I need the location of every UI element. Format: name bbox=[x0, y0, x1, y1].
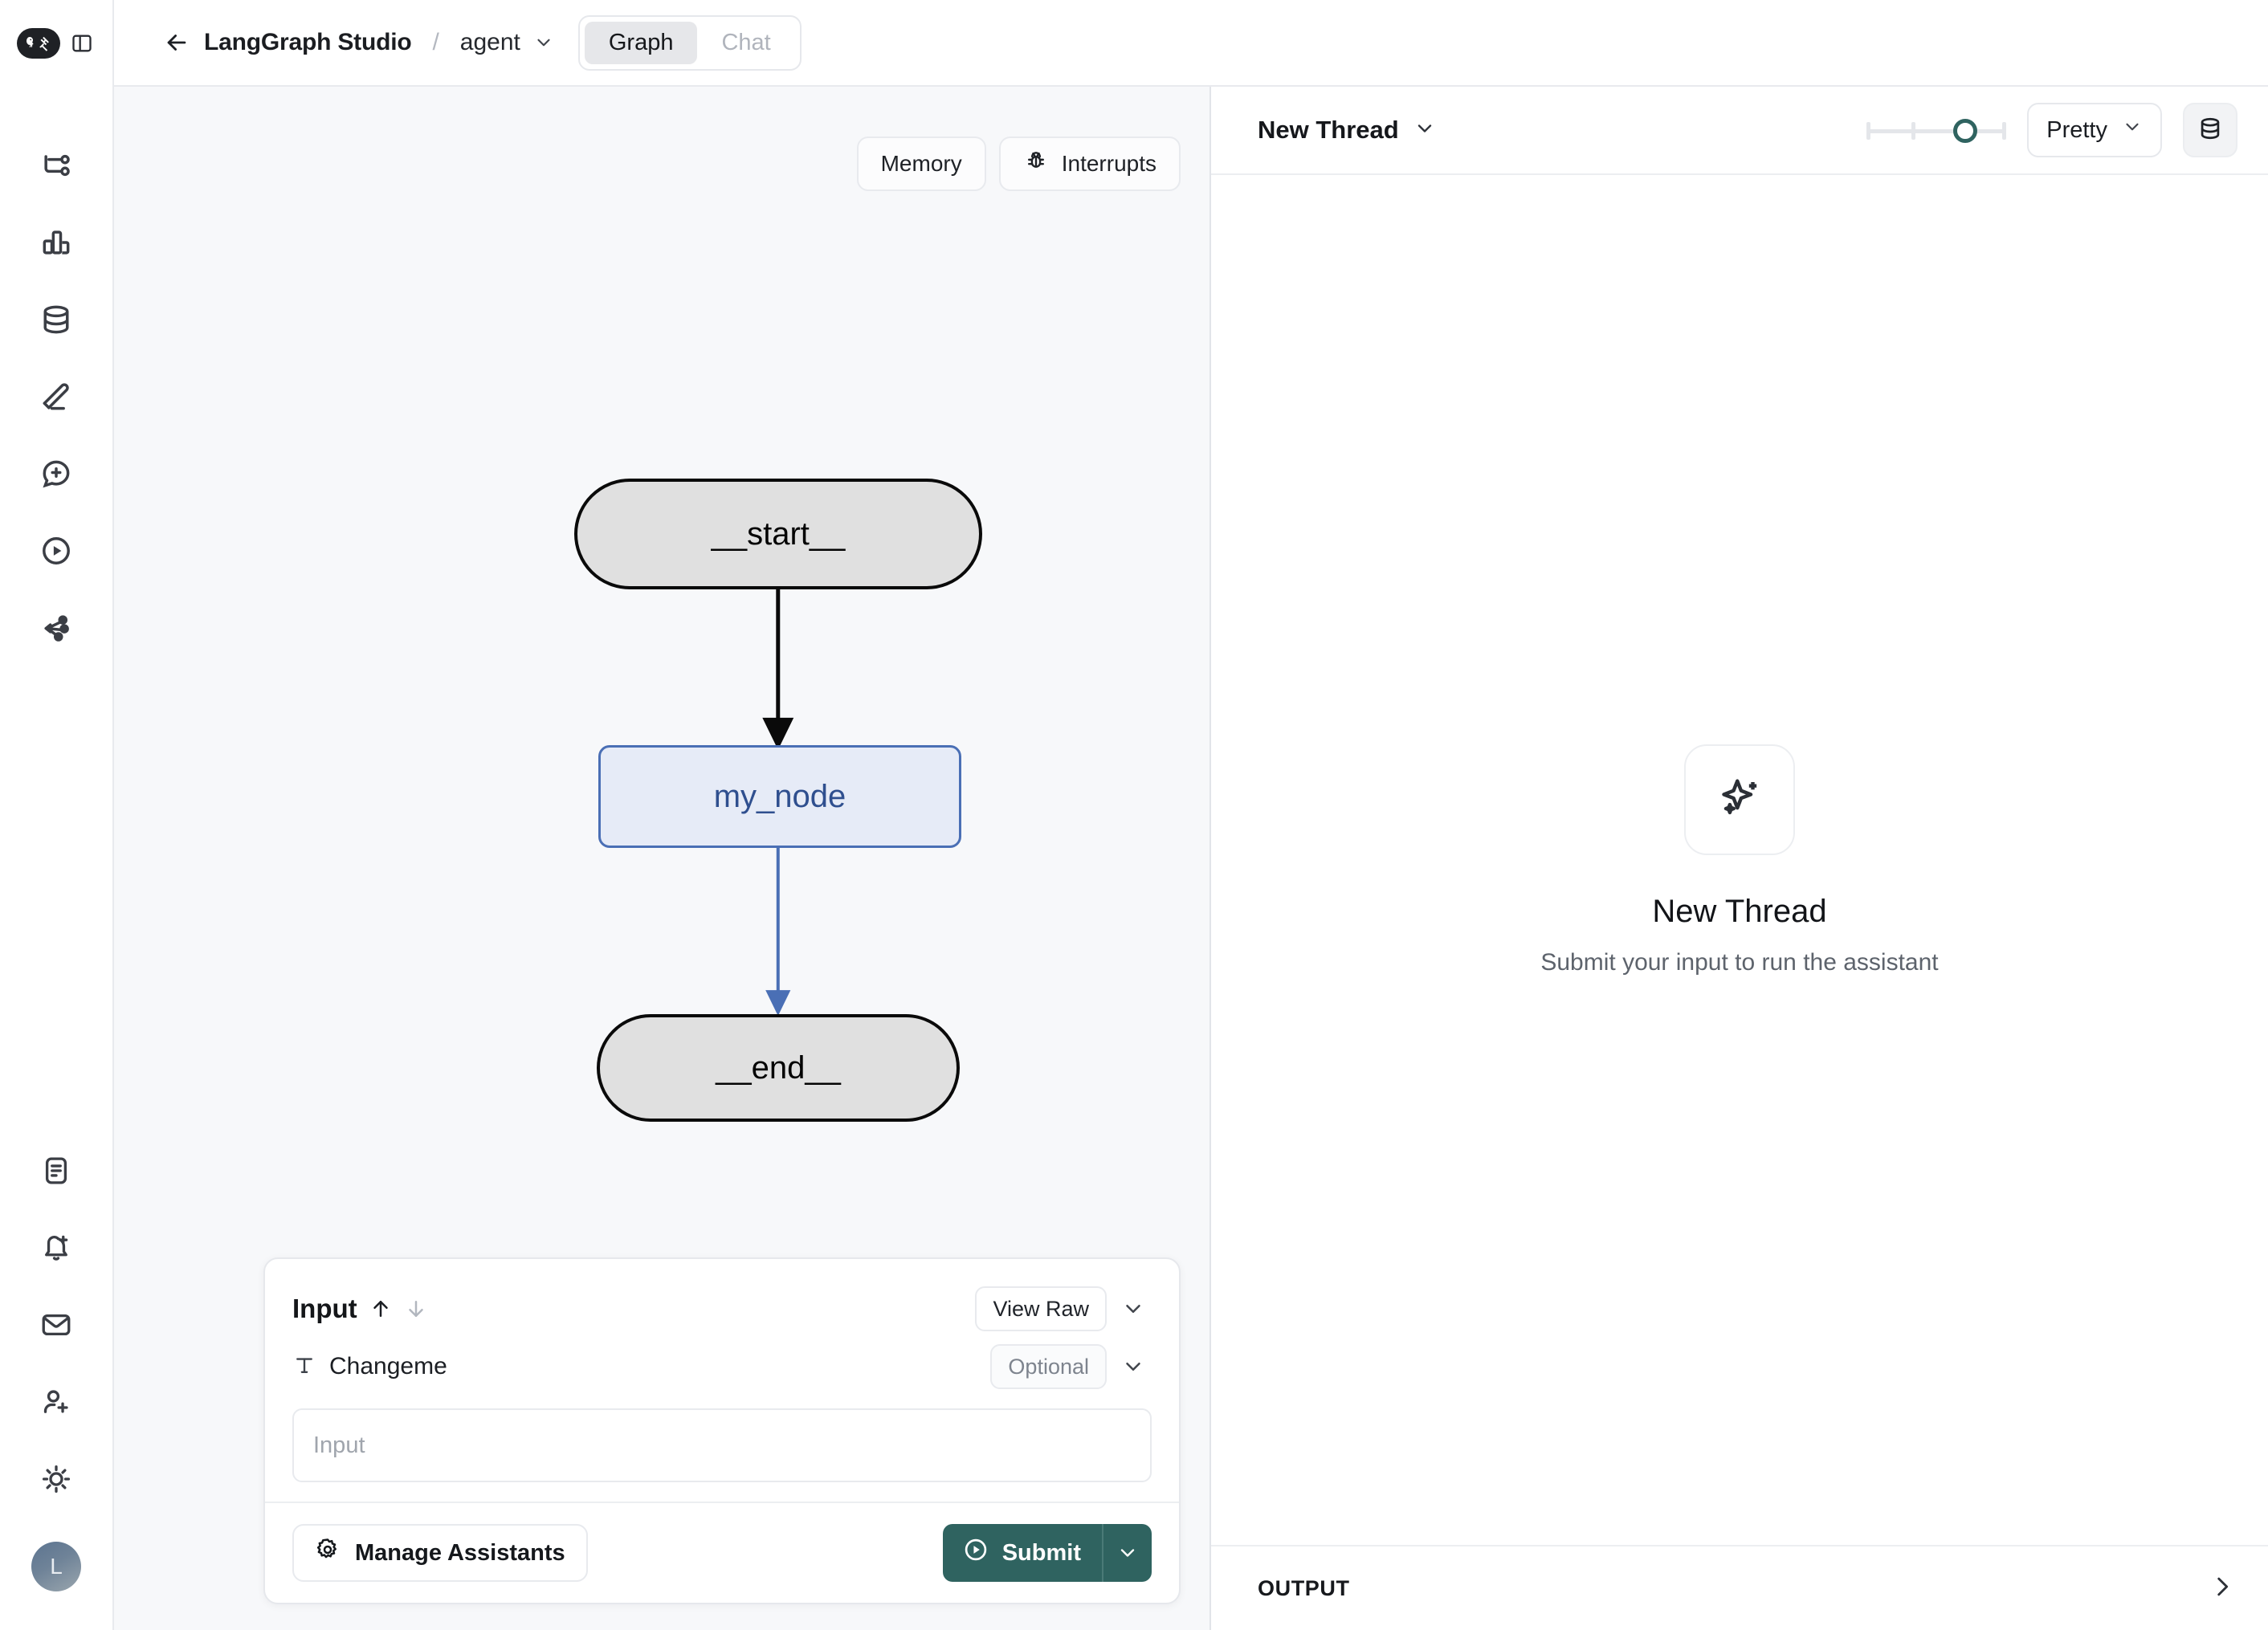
sidebar-top-group bbox=[18, 127, 95, 666]
sidebar-item-datasets[interactable] bbox=[18, 281, 95, 358]
thread-selector[interactable]: New Thread bbox=[1258, 116, 1436, 145]
thread-header: New Thread bbox=[1211, 87, 2268, 175]
thread-empty-state: New Thread Submit your input to run the … bbox=[1211, 175, 2268, 1545]
sidebar-item-docs[interactable] bbox=[18, 1132, 95, 1209]
assistant-selector-label[interactable]: agent bbox=[459, 29, 520, 55]
avatar[interactable]: L bbox=[31, 1542, 81, 1591]
thread-title: New Thread bbox=[1258, 116, 1399, 144]
sparkles-icon bbox=[1684, 744, 1795, 855]
input-panel-footer: Manage Assistants Submit bbox=[265, 1502, 1179, 1603]
text-type-icon bbox=[292, 1353, 316, 1381]
input-panel: Input View Raw bbox=[263, 1257, 1181, 1604]
submit-options-chevron-down-icon[interactable] bbox=[1102, 1524, 1152, 1582]
sidebar-item-new-chat[interactable] bbox=[18, 435, 95, 512]
page-title[interactable]: LangGraph Studio bbox=[204, 29, 412, 55]
sidebar-bottom-group: L bbox=[18, 1132, 95, 1630]
graph-node-my-node-label: my_node bbox=[713, 778, 846, 814]
submit-label: Submit bbox=[1001, 1539, 1081, 1566]
graph-node-my-node[interactable]: my_node bbox=[598, 745, 961, 848]
memory-button-label: Memory bbox=[880, 151, 962, 176]
arrow-left-icon[interactable] bbox=[161, 26, 193, 59]
langchain-parrot-tools-logo[interactable] bbox=[17, 28, 60, 59]
arrow-down-icon[interactable] bbox=[404, 1297, 428, 1321]
manage-assistants-button[interactable]: Manage Assistants bbox=[292, 1524, 588, 1582]
slider-tick bbox=[1866, 122, 1871, 140]
sidebar-logo-row bbox=[0, 0, 112, 87]
avatar-initial: L bbox=[50, 1554, 63, 1579]
breadcrumb-separator: / bbox=[432, 29, 439, 55]
sidebar-item-invite[interactable] bbox=[18, 1363, 95, 1441]
output-label: OUTPUT bbox=[1258, 1575, 1350, 1600]
slider-thumb[interactable] bbox=[1953, 119, 1978, 143]
tab-graph[interactable]: Graph bbox=[584, 21, 698, 64]
graph-node-end[interactable]: __end__ bbox=[597, 1014, 960, 1122]
empty-state-title: New Thread bbox=[1652, 893, 1827, 929]
submit-group: Submit bbox=[942, 1524, 1152, 1582]
input-panel-header: Input View Raw bbox=[292, 1280, 1152, 1338]
input-field-changeme[interactable] bbox=[292, 1408, 1152, 1482]
empty-state-subtitle: Submit your input to run the assistant bbox=[1540, 948, 1939, 976]
memory-button[interactable]: Memory bbox=[856, 137, 986, 191]
slider-track bbox=[1866, 129, 2007, 133]
state-database-button[interactable] bbox=[2183, 103, 2237, 157]
sidebar-item-alerts[interactable] bbox=[18, 1209, 95, 1286]
interrupts-button-label: Interrupts bbox=[1061, 151, 1156, 176]
output-bar[interactable]: OUTPUT bbox=[1211, 1545, 2268, 1630]
thread-pane: New Thread bbox=[1211, 87, 2268, 1630]
format-chevron-down-icon bbox=[2122, 116, 2143, 144]
bug-icon bbox=[1023, 149, 1049, 180]
input-field-header: Changeme Optional bbox=[292, 1338, 1152, 1396]
interrupts-button[interactable]: Interrupts bbox=[998, 137, 1181, 191]
graph-node-start-label: __start__ bbox=[711, 515, 846, 552]
slider-tick bbox=[1911, 122, 1916, 140]
format-select-value: Pretty bbox=[2046, 116, 2107, 143]
view-tabs: Graph Chat bbox=[577, 14, 802, 71]
submit-button[interactable]: Submit bbox=[942, 1524, 1102, 1582]
sidebar-item-theme[interactable] bbox=[18, 1441, 95, 1518]
top-bar: LangGraph Studio / agent Graph Chat bbox=[114, 0, 2268, 87]
manage-assistants-label: Manage Assistants bbox=[355, 1539, 565, 1566]
sidebar-item-analytics[interactable] bbox=[18, 204, 95, 281]
field-chevron-down-icon[interactable] bbox=[1115, 1348, 1152, 1385]
gear-icon bbox=[315, 1537, 341, 1569]
sidebar-item-playground[interactable] bbox=[18, 512, 95, 589]
input-panel-title: Input bbox=[292, 1294, 357, 1323]
optional-badge[interactable]: Optional bbox=[990, 1344, 1107, 1389]
play-circle-icon bbox=[962, 1536, 989, 1570]
left-sidebar: L bbox=[0, 0, 114, 1630]
chevron-down-icon[interactable] bbox=[533, 32, 554, 53]
arrow-up-icon[interactable] bbox=[369, 1297, 393, 1321]
sidebar-item-deployments[interactable] bbox=[18, 589, 95, 666]
thread-chevron-down-icon bbox=[1413, 117, 1436, 144]
slider-tick bbox=[2002, 122, 2007, 140]
graph-edges bbox=[762, 589, 794, 1017]
tab-chat[interactable]: Chat bbox=[721, 29, 771, 55]
sidebar-item-inbox[interactable] bbox=[18, 1286, 95, 1363]
format-select[interactable]: Pretty bbox=[2027, 103, 2162, 157]
panel-left-toggle-icon[interactable] bbox=[68, 30, 96, 57]
sidebar-item-graph-tree[interactable] bbox=[18, 127, 95, 204]
graph-node-start[interactable]: __start__ bbox=[574, 479, 982, 589]
input-field-label: Changeme bbox=[329, 1353, 447, 1379]
graph-node-end-label: __end__ bbox=[716, 1049, 841, 1086]
sidebar-item-annotate[interactable] bbox=[18, 358, 95, 435]
chevron-right-icon[interactable] bbox=[2209, 1573, 2236, 1604]
view-raw-button[interactable]: View Raw bbox=[975, 1286, 1107, 1331]
history-slider[interactable] bbox=[1866, 114, 2007, 146]
graph-pane: Memory Interrupts bbox=[114, 87, 1211, 1630]
database-icon bbox=[2197, 115, 2224, 146]
input-collapse-chevron-down-icon[interactable] bbox=[1115, 1290, 1152, 1327]
graph-toolbar: Memory Interrupts bbox=[856, 137, 1181, 191]
